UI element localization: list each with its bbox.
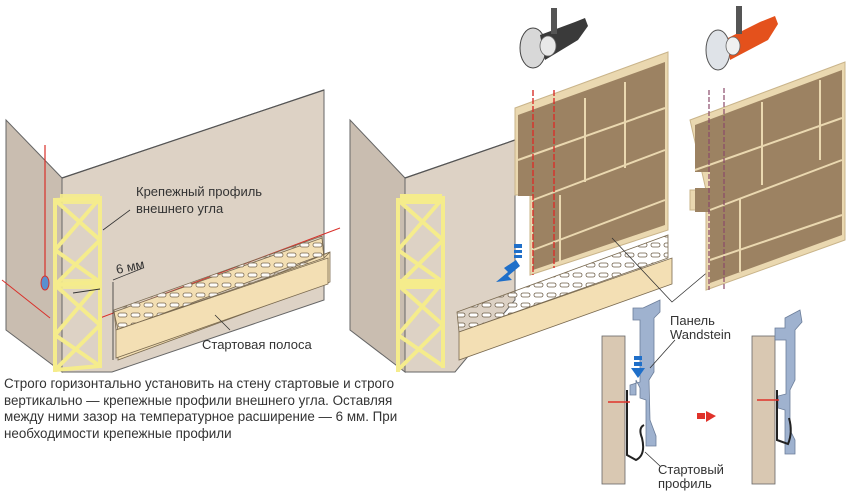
corner-profile: [396, 196, 445, 372]
plumb-bob-icon: [40, 275, 50, 291]
starter-strip-label: Стартовая полоса: [202, 337, 312, 352]
red-arrow-right-icon: [697, 411, 716, 422]
angle-grinder-orange-icon: [705, 6, 778, 71]
blue-arrow-down-icon: [631, 356, 645, 378]
wall-section: [751, 335, 776, 485]
blue-arrow-down-left-icon: [496, 244, 522, 282]
starter-profile-section: [626, 390, 645, 462]
starter-profile-section: [776, 390, 792, 446]
panel-label-1: Панель: [670, 313, 715, 328]
corner-profile-label-2: внешнего угла: [136, 201, 224, 216]
scene-1-wall-corner: Крепежный профиль внешнего угла 6 мм Ста…: [1, 89, 341, 373]
gap-label: 6 мм: [115, 256, 146, 277]
panel-section: [774, 309, 803, 455]
starter-profile-label-1: Стартовый: [658, 462, 724, 477]
scene-3-cut-panel: [689, 6, 846, 291]
angle-grinder-gray-icon: [519, 8, 588, 69]
cross-section-before: Панель Wandstein Стартовый профиль: [601, 299, 731, 491]
wall-section: [601, 335, 626, 485]
panel-section: [629, 299, 661, 447]
starter-profile-label-2: профиль: [658, 476, 712, 491]
instruction-caption: Строго горизонтально установить на стену…: [4, 376, 398, 441]
panel-label-2: Wandstein: [670, 327, 731, 342]
scene-2-panel-install: [349, 8, 711, 374]
corner-profile-label-1: Крепежный профиль: [136, 184, 262, 199]
cross-section-after: [751, 309, 803, 485]
